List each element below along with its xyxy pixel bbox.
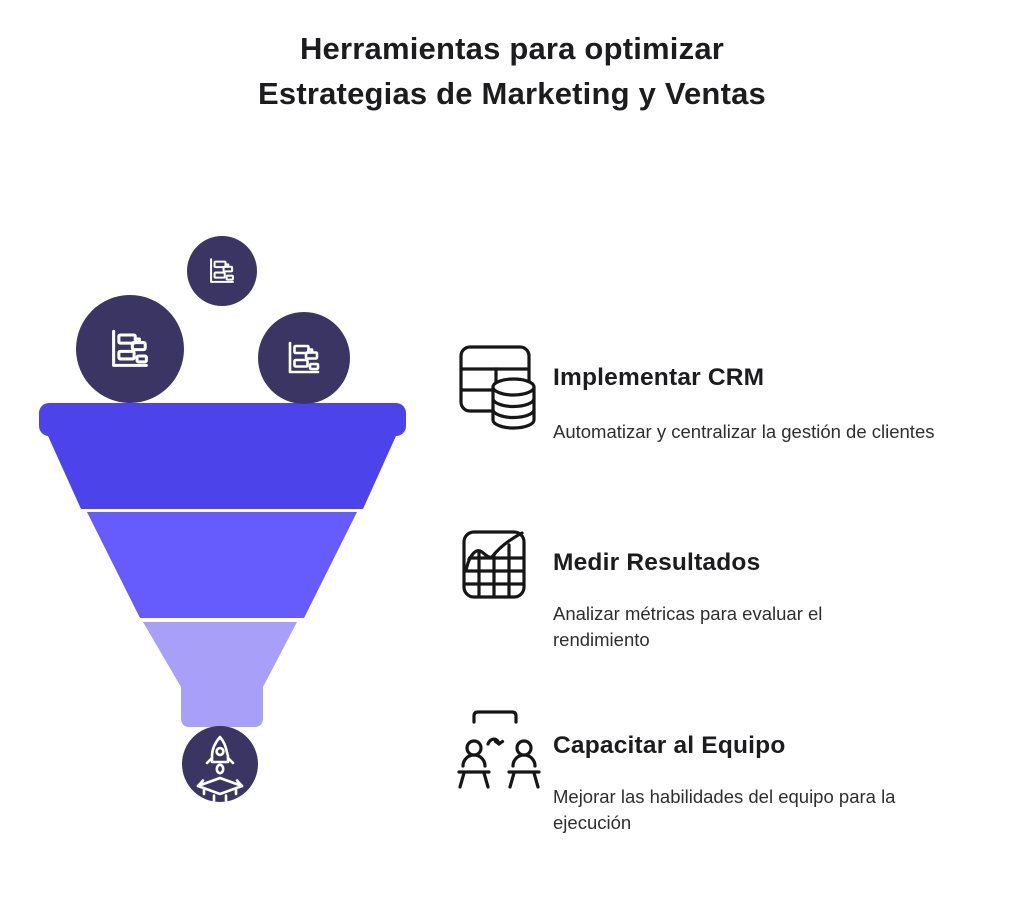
item-title: Medir Resultados bbox=[553, 549, 761, 576]
list-item-description: Automatizar y centralizar la gestión de … bbox=[553, 419, 951, 445]
list-item-description: Analizar métricas para evaluar el rendim… bbox=[553, 601, 888, 653]
funnel-output-badge bbox=[182, 726, 258, 802]
list-item-description: Mejorar las habilidades del equipo para … bbox=[553, 784, 978, 836]
input-circle-right bbox=[258, 312, 350, 404]
list-item-capacitar-al-equipo: Capacitar al Equipo bbox=[553, 732, 786, 760]
funnel-input-badge bbox=[258, 312, 350, 404]
rocket-launch-icon bbox=[196, 735, 244, 802]
item-description: Automatizar y centralizar la gestión de … bbox=[553, 421, 935, 442]
item-title: Capacitar al Equipo bbox=[553, 732, 786, 759]
crm-table-database-icon bbox=[459, 345, 536, 430]
page-title-line1: Herramientas para optimizar bbox=[299, 31, 725, 66]
funnel-stage-1 bbox=[48, 436, 396, 509]
funnel-stage-2 bbox=[87, 512, 357, 618]
metrics-chart-icon bbox=[462, 529, 526, 599]
item-description: Mejorar las habilidades del equipo para … bbox=[553, 786, 896, 833]
list-item-medir-resultados: Medir Resultados bbox=[553, 549, 760, 577]
funnel-rim bbox=[39, 403, 406, 436]
funnel-input-badge bbox=[187, 236, 257, 306]
funnel-input-badge bbox=[76, 295, 184, 403]
list-item-implementar-crm: Implementar CRM bbox=[553, 364, 764, 392]
funnel-stage-3 bbox=[143, 622, 297, 727]
funnel bbox=[39, 403, 406, 727]
team-training-icon bbox=[457, 710, 541, 789]
page-title: Herramientas para optimizar Estrategias … bbox=[0, 26, 1024, 116]
page-title-line2: Estrategias de Marketing y Ventas bbox=[258, 76, 766, 111]
input-circle-top bbox=[187, 236, 257, 306]
input-circle-left bbox=[76, 295, 184, 403]
item-title: Implementar CRM bbox=[553, 364, 765, 391]
item-description: Analizar métricas para evaluar el rendim… bbox=[553, 603, 823, 650]
